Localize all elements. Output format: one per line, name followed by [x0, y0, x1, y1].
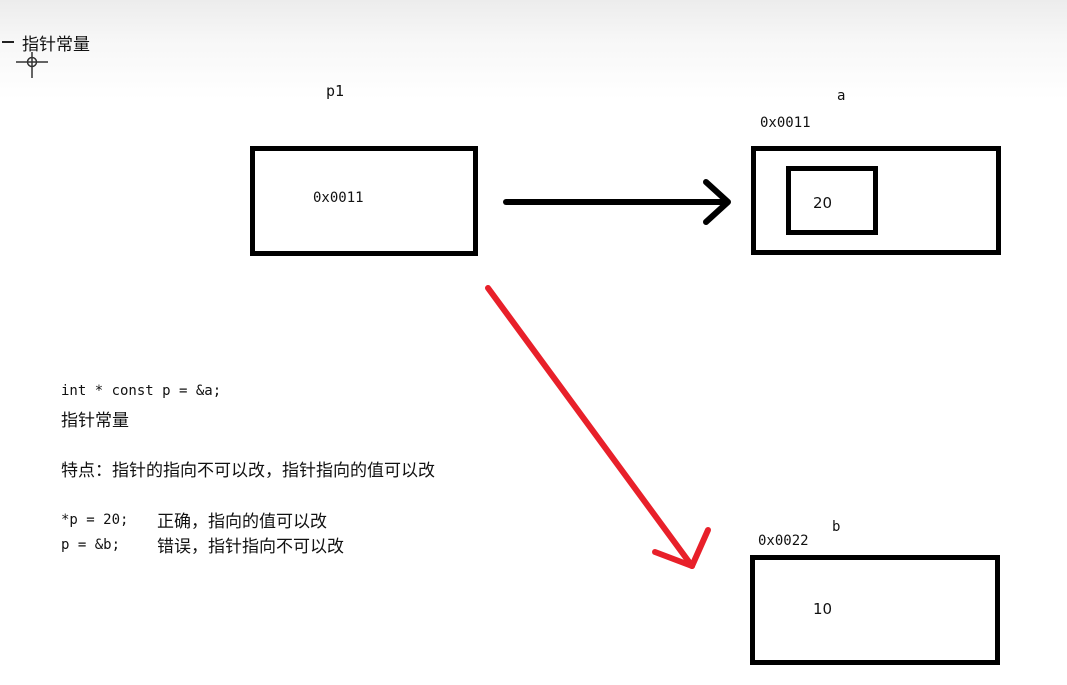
tool-label: 指针常量 — [22, 35, 90, 55]
node-b-label: b — [832, 519, 841, 535]
node-b-box — [750, 555, 1000, 665]
note-name: 指针常量 — [61, 411, 129, 431]
node-p1-value: 0x0011 — [313, 190, 364, 206]
node-a-value: 20 — [813, 194, 833, 212]
node-b-address: 0x0022 — [758, 533, 809, 549]
note-code: int * const p = &a; — [61, 383, 222, 399]
tool-dash — [2, 41, 14, 43]
node-p1-box — [250, 146, 478, 256]
note-feature: 特点：指针的指向不可以改，指针指向的值可以改 — [61, 461, 435, 481]
top-fade-band — [0, 0, 1067, 100]
node-b-value: 10 — [813, 600, 833, 618]
crosshair-icon — [16, 52, 48, 78]
arrow-p1-to-b-invalid — [485, 285, 711, 569]
node-p1-label: p1 — [326, 82, 345, 100]
note-line2-code: p = &b; — [61, 537, 121, 553]
note-line1-code: *p = 20; — [61, 512, 129, 528]
node-a-inner-box — [786, 166, 878, 235]
arrow-p1-to-a — [503, 179, 731, 225]
node-a-label: a — [837, 88, 846, 104]
note-line1-text: 正确，指向的值可以改 — [157, 512, 327, 532]
note-line2-text: 错误，指针指向不可以改 — [157, 537, 344, 557]
node-a-address: 0x0011 — [760, 115, 811, 131]
